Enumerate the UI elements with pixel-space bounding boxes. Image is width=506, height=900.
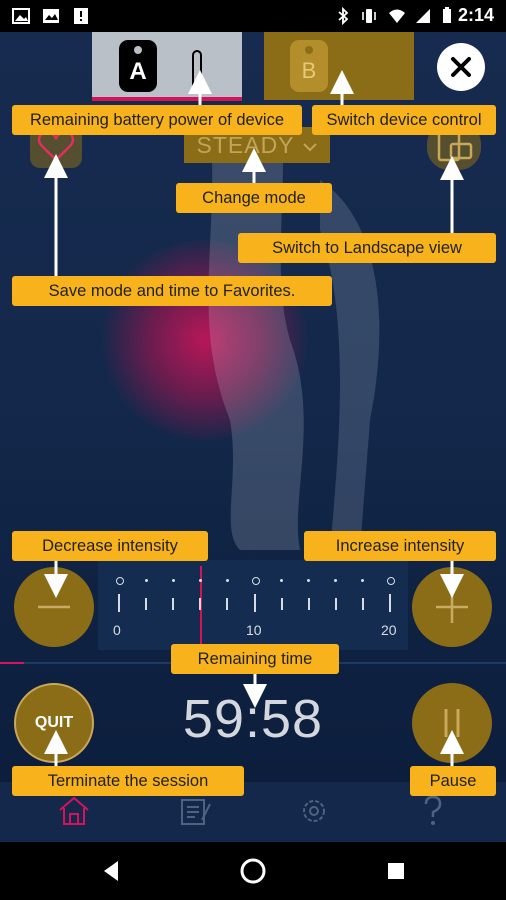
callout-pause: Pause: [410, 766, 496, 796]
battery-status-icon: [443, 7, 451, 23]
intensity-tick: [334, 598, 337, 610]
alert-notification-icon: [74, 8, 88, 24]
intensity-tick-dot: [251, 577, 260, 585]
intensity-tick-dot: [387, 577, 395, 585]
callout-remaining-time: Remaining time: [171, 644, 339, 674]
intensity-tick: [361, 598, 364, 610]
intensity-tick: [118, 594, 120, 612]
notes-icon[interactable]: [178, 794, 214, 828]
intensity-tick-dot: [225, 579, 229, 582]
callout-switch-device: Switch device control: [312, 105, 496, 135]
system-nav-bar: [0, 842, 506, 900]
intensity-tick-dot: [307, 579, 311, 582]
recents-icon[interactable]: [386, 861, 406, 881]
help-icon[interactable]: [418, 794, 448, 828]
quit-button[interactable]: QUIT: [14, 683, 94, 763]
progress-fill: [0, 662, 24, 664]
intensity-tick: [226, 598, 229, 610]
close-icon: [451, 57, 471, 77]
intensity-tick-dot: [144, 579, 148, 582]
wifi-icon: [389, 9, 405, 23]
intensity-tick-dot: [361, 579, 365, 582]
callout-terminate: Terminate the session: [12, 766, 244, 796]
body-illustration: [208, 120, 380, 550]
signal-icon: [416, 9, 430, 23]
image-notification-icon: [12, 8, 30, 24]
intensity-tick-dot: [334, 579, 338, 582]
home-nav-icon[interactable]: [238, 856, 268, 886]
device-a-label: A: [129, 58, 147, 85]
tick-label-mid: 10: [246, 622, 262, 638]
device-tab-a[interactable]: [92, 32, 242, 98]
minus-icon: [38, 605, 70, 609]
intensity-tick: [199, 598, 202, 610]
status-time: 2:14: [457, 5, 494, 25]
device-b-label: B: [301, 58, 317, 83]
home-icon[interactable]: [56, 794, 92, 828]
callout-decrease: Decrease intensity: [12, 531, 208, 561]
quit-label: QUIT: [34, 714, 74, 731]
vibrate-icon: [362, 9, 376, 23]
gear-icon[interactable]: [296, 794, 332, 828]
chevron-down-icon: [302, 143, 317, 152]
intensity-tick-dot: [116, 577, 124, 585]
intensity-tick: [253, 594, 256, 612]
tick-label-max: 20: [381, 622, 397, 638]
back-icon[interactable]: [100, 859, 122, 883]
device-b-icon: B: [290, 40, 328, 92]
callout-landscape: Switch to Landscape view: [238, 233, 496, 263]
callout-increase: Increase intensity: [304, 531, 496, 561]
tick-label-min: 0: [113, 622, 121, 638]
intensity-tick: [172, 598, 175, 610]
callout-favorites: Save mode and time to Favorites.: [12, 276, 332, 306]
intensity-tick: [389, 594, 391, 612]
device-tab-a-indicator: [92, 97, 242, 101]
intensity-tick: [307, 598, 310, 610]
intensity-tick-dot: [198, 579, 202, 582]
intensity-tick-dot: [280, 579, 284, 582]
intensity-scale[interactable]: [98, 560, 408, 650]
treatment-glow: [100, 240, 310, 440]
intensity-tick: [280, 598, 283, 610]
gallery-notification-icon: [43, 9, 59, 23]
device-a-icon: A: [119, 40, 157, 92]
callout-battery: Remaining battery power of device: [12, 105, 302, 135]
intensity-tick: [145, 598, 148, 610]
status-bar: 2:14: [0, 0, 506, 32]
bluetooth-icon: [338, 7, 349, 25]
close-button[interactable]: [437, 43, 485, 91]
intensity-tick-dot: [171, 579, 175, 582]
callout-change-mode: Change mode: [176, 183, 332, 213]
